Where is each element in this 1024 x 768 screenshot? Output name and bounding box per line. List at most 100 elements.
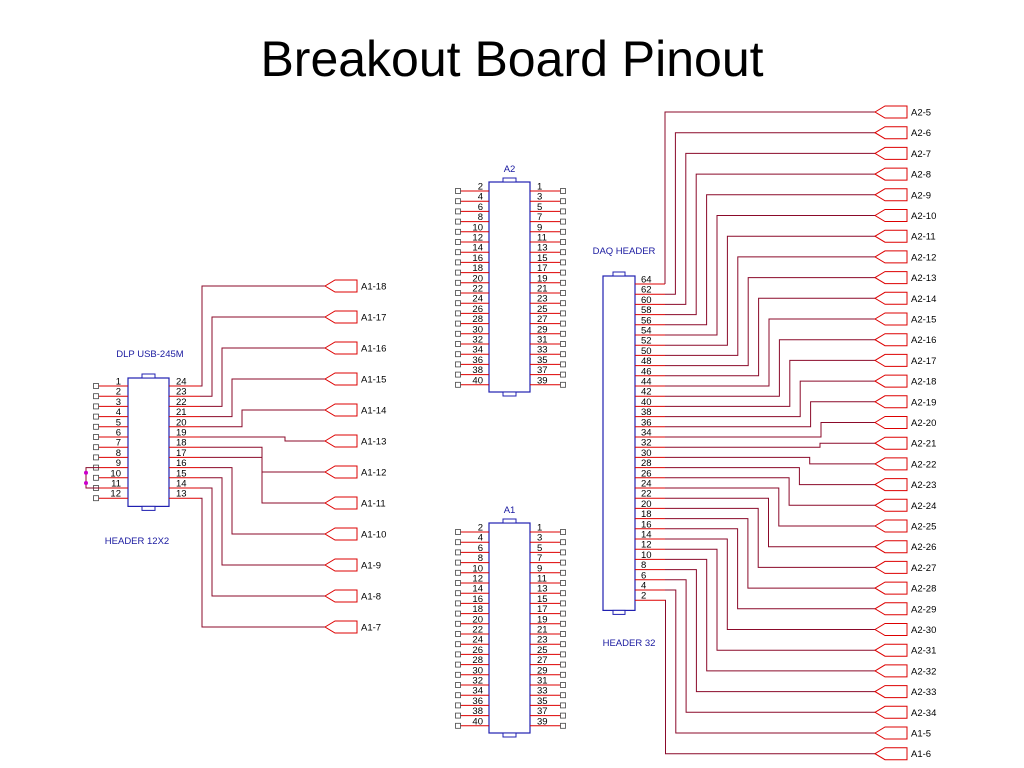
daq-port-30-label: A1-5 (911, 729, 931, 740)
daq-pin-num: 8 (641, 560, 646, 571)
daq-port-25-flag (874, 623, 908, 636)
header_a2-pin-pad-left (455, 371, 461, 378)
header_a2-name: A2 (504, 164, 516, 175)
daq-port-0-flag (874, 105, 908, 119)
daq-route-wire (665, 467, 875, 486)
dlp-pin-num-right: 20 (176, 417, 187, 428)
daq-port-19-flag (874, 498, 908, 512)
header_a1-pin-num-left: 26 (472, 645, 483, 656)
dlp-port-3-flag (324, 372, 358, 386)
header_a2-pin-num-left: 8 (478, 212, 483, 223)
daq-pin-num: 60 (641, 295, 652, 306)
daq-pin-num: 56 (641, 315, 652, 326)
header_a2-pin-num-right: 3 (537, 192, 542, 203)
daq-route-wire (665, 579, 875, 713)
daq-port-22-label: A2-27 (911, 563, 936, 574)
header_a2-pin-num-left: 22 (472, 284, 483, 295)
daq-port-19-label: A2-24 (911, 501, 936, 512)
header_a1-notch-bottom (502, 732, 517, 738)
daq-subtitle: HEADER 32 (603, 638, 656, 649)
header_a2-pin-num-left: 2 (478, 182, 483, 193)
daq-route-wire (665, 401, 875, 428)
daq-port-7-label: A2-12 (911, 252, 936, 263)
header_a1-pin-num-right: 29 (537, 665, 548, 676)
daq-port-11-flag (874, 333, 908, 347)
daq-port-29-flag (874, 705, 908, 719)
header_a2-pin-num-left: 32 (472, 335, 483, 346)
dlp-route-wire (200, 285, 325, 387)
daq-port-5-flag (874, 209, 908, 222)
daq-pin-num: 52 (641, 336, 652, 347)
dlp-port-8-label: A1-10 (361, 530, 386, 541)
daq-route-wire (665, 152, 875, 305)
header_a2-pin-num-right: 29 (537, 324, 548, 335)
header_a1-pin-num-left: 40 (472, 716, 483, 727)
dlp-pin-num-right: 15 (176, 468, 187, 479)
dlp-port-3-label: A1-15 (361, 375, 386, 386)
daq-route-wire (665, 339, 875, 397)
header_a2-pin-pad-right (560, 208, 566, 215)
dlp-route-wire (200, 467, 325, 535)
header_a1-pin-num-left: 22 (472, 625, 483, 636)
header_a1-pin-pad-right (560, 549, 566, 556)
daq-route-wire (665, 297, 875, 377)
daq-pin-num: 6 (641, 570, 646, 581)
header_a2-pin-pad-left (455, 218, 461, 225)
header_a2-pin-pad-right (560, 381, 566, 388)
header_a1-pin-pad-left (455, 600, 461, 607)
header_a1-pin-num-right: 35 (537, 696, 548, 707)
header_a2-body (488, 181, 531, 393)
header_a2-pin-num-left: 4 (478, 192, 483, 203)
header_a1-pin-pad-right (560, 620, 566, 627)
daq-port-17-flag (874, 457, 908, 471)
header_a2-pin-num-right: 39 (537, 375, 548, 386)
header_a2-pin-num-left: 24 (472, 294, 483, 305)
daq-port-17-label: A2-22 (911, 459, 936, 470)
daq-port-23-flag (874, 581, 908, 595)
header_a1-pin-num-left: 6 (478, 543, 483, 554)
daq-route-wire (665, 277, 875, 367)
daq-route-wire (665, 380, 875, 418)
daq-route-wire (665, 538, 875, 630)
header_a2-pin-num-right: 31 (537, 335, 548, 346)
dlp-pin-pad-left (93, 444, 99, 451)
header_a1-pin-pad-right (560, 651, 566, 658)
header_a2-pin-num-left: 36 (472, 355, 483, 366)
header_a2-pin-pad-left (455, 228, 461, 235)
header_a1-pin-num-left: 12 (472, 574, 483, 585)
header_a2-pin-pad-left (455, 208, 461, 215)
daq-port-3-label: A2-8 (911, 170, 931, 181)
header_a2-pin-pad-right (560, 249, 566, 256)
header_a2-pin-num-right: 27 (537, 314, 548, 325)
daq-pin-num: 32 (641, 438, 652, 449)
daq-pin-num: 28 (641, 458, 652, 469)
header_a1-pin-pad-right (560, 661, 566, 668)
daq-port-7-flag (874, 250, 908, 264)
dlp-notch-bottom (141, 505, 156, 511)
daq-port-2-flag (874, 146, 908, 160)
header_a2-pin-pad-left (455, 300, 461, 307)
daq-port-4-flag (874, 188, 908, 202)
header_a2-pin-num-right: 9 (537, 222, 542, 233)
dlp-route-wire (200, 497, 325, 628)
daq-port-12-label: A2-17 (911, 356, 936, 367)
header_a1-pin-pad-right (560, 722, 566, 729)
header_a1-pin-num-left: 30 (472, 665, 483, 676)
header_a2-pin-num-right: 33 (537, 345, 548, 356)
dlp-pin-pad-left (93, 495, 99, 502)
header_a1-pin-num-left: 4 (478, 533, 483, 544)
header_a2-notch-bottom (502, 391, 517, 397)
dlp-pin-num-left: 10 (110, 468, 121, 479)
header_a2-pin-num-right: 35 (537, 355, 548, 366)
header_a1-pin-num-left: 38 (472, 706, 483, 717)
dlp-pin-num-right: 22 (176, 397, 187, 408)
daq-port-2-label: A2-7 (911, 149, 931, 160)
header_a1-pin-pad-right (560, 529, 566, 535)
header_a2-pin-num-right: 13 (537, 243, 548, 254)
dlp-route-wire (200, 347, 325, 407)
daq-pin-num: 54 (641, 326, 652, 337)
header_a1-pin-num-left: 2 (478, 523, 483, 534)
daq-pin-num: 26 (641, 468, 652, 479)
header_a1-pin-num-right: 5 (537, 543, 542, 554)
